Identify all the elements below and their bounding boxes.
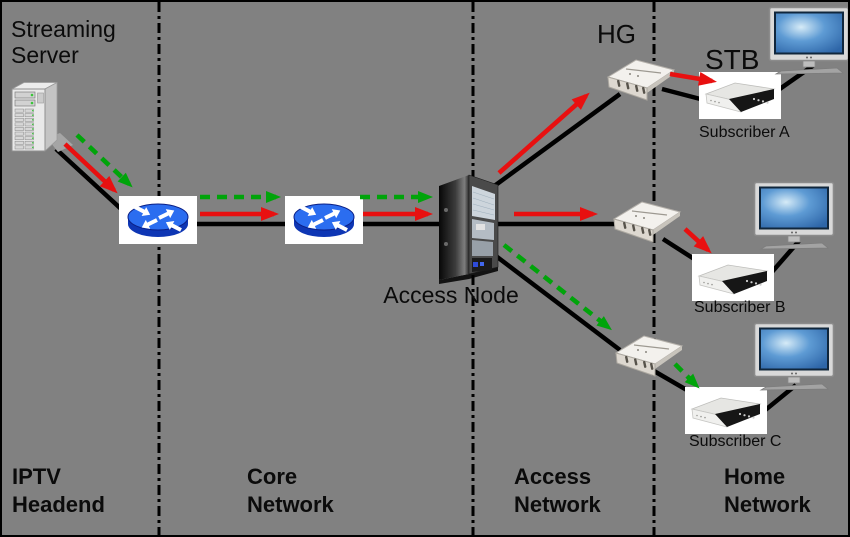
router-1-device [119,196,197,244]
hg-a-device [605,54,677,104]
hg-b-device [611,196,683,246]
router-icon [119,196,197,244]
tv-icon [753,181,835,250]
stb-label: STB [705,44,760,75]
subscriber-c-label: Subscriber C [689,433,782,450]
stb-c-device [685,387,767,434]
zone-label-access-network: Access Network [514,464,601,517]
stb-a-device [699,72,781,119]
subscriber-b-label: Subscriber B [694,299,786,316]
router-icon [285,196,363,244]
tv-b-device [753,181,837,251]
link-accessnode-hg-a [480,92,622,197]
access-node-device [436,170,502,286]
access-node-label: Access Node [383,282,519,308]
streaming-server-device [7,80,77,162]
set-top-box-icon [685,387,767,434]
tv-icon [768,6,848,75]
router-2-device [285,196,363,244]
hg-label: HG [597,19,636,49]
server-tower-icon [11,81,73,152]
streaming-server-label: Streaming Server [11,16,116,68]
hg-c-device [613,330,685,380]
set-top-box-icon [692,254,774,301]
tv-c-device [753,322,837,392]
tv-a-device [768,6,848,76]
home-gateway-icon [606,59,676,101]
zone-label-core-network: Core Network [247,464,334,517]
zone-label-iptv-headend: IPTV Headend [12,464,105,517]
tv-icon [753,322,835,391]
rack-tower-icon [439,174,499,284]
home-gateway-icon [614,335,684,377]
stb-b-device [692,254,774,301]
zone-label-home-network: Home Network [724,464,811,517]
set-top-box-icon [699,72,781,119]
subscriber-a-label: Subscriber A [699,124,790,141]
home-gateway-icon [612,201,682,243]
